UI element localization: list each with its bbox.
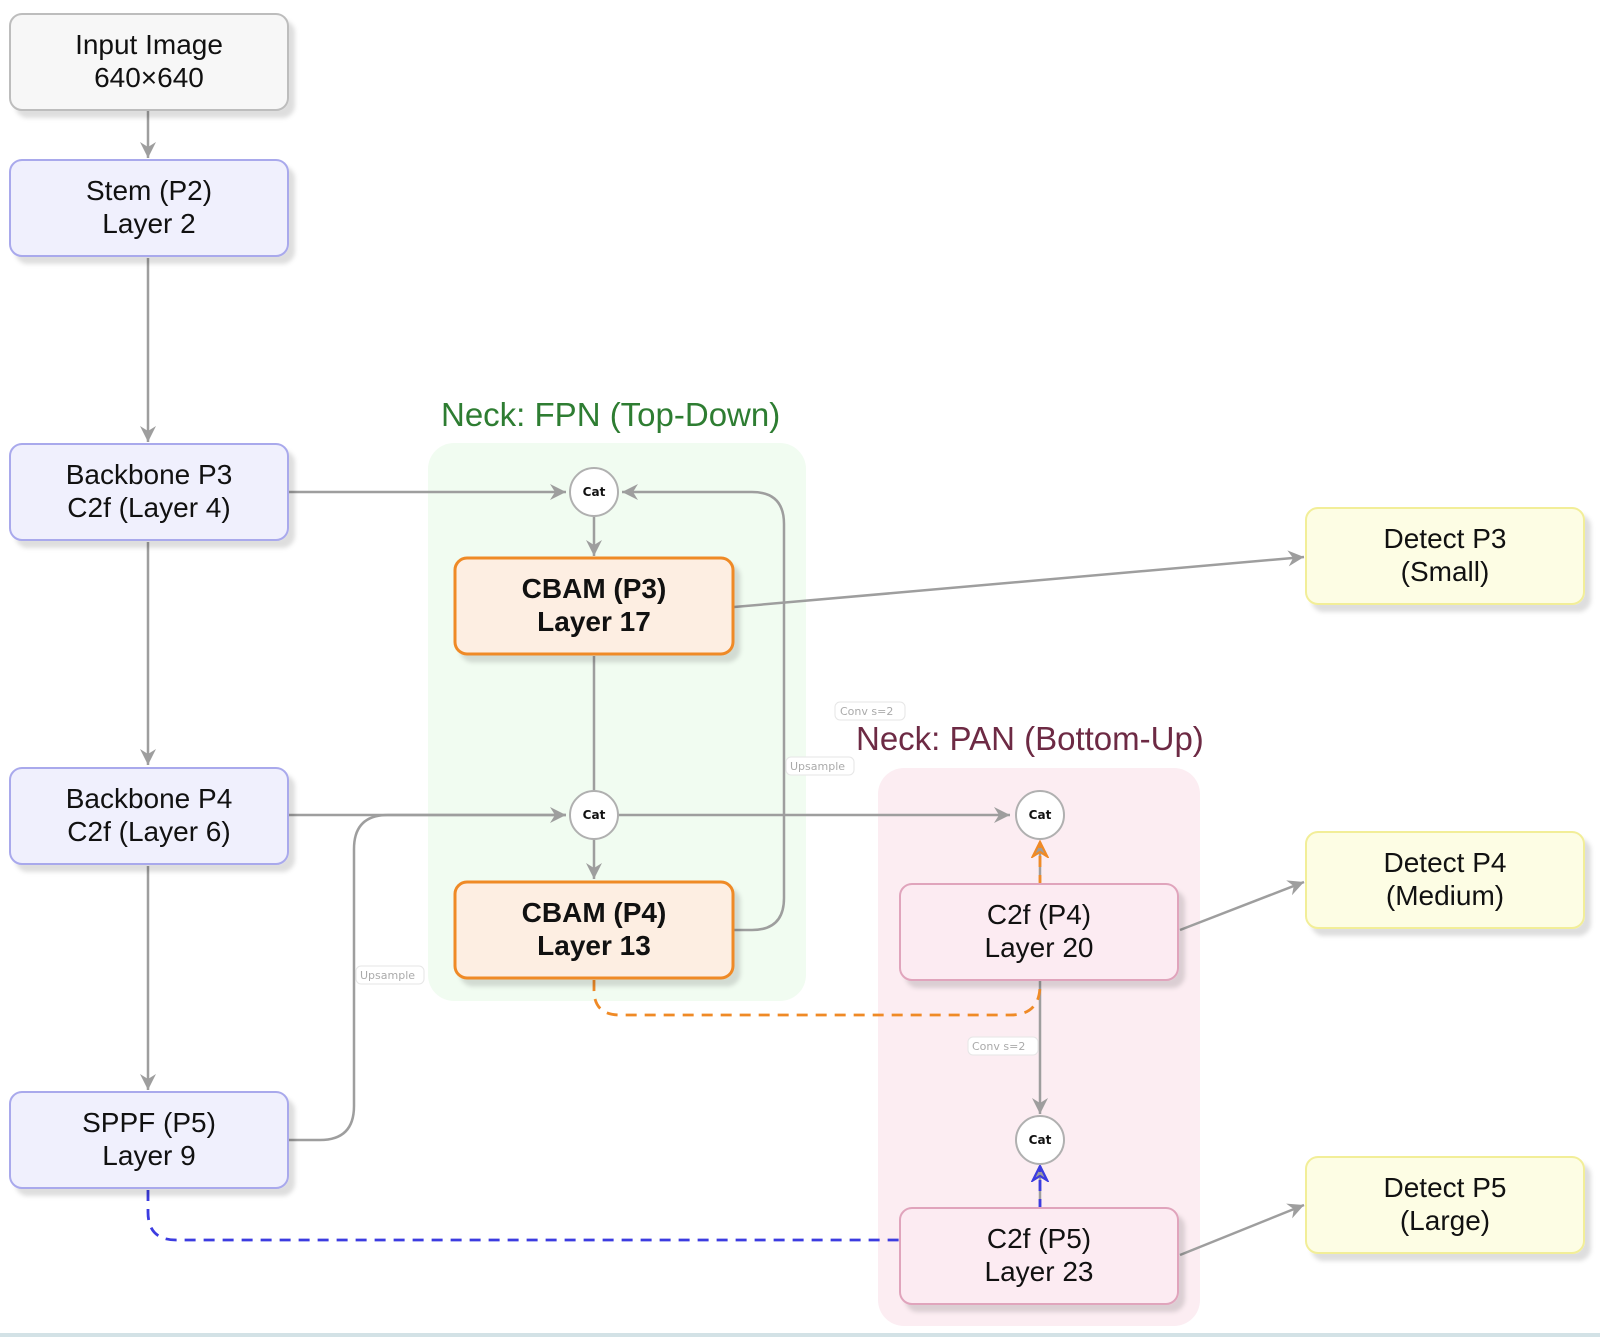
node-box xyxy=(899,883,1179,981)
edge-cbam-p3-to-detect-p3 xyxy=(733,550,1305,609)
node-label-line2: Layer 23 xyxy=(985,1256,1094,1287)
node-label-line1: CBAM (P3) xyxy=(522,573,667,604)
skip-edge-cbam-p4-to-cat-pan-p4 xyxy=(592,842,1040,1017)
edge-c2f-p4-to-detect-p4 xyxy=(1179,880,1305,932)
edge-c2f-p5-to-detect-p5 xyxy=(1179,1203,1305,1257)
node-label-line2: 640×640 xyxy=(94,62,204,93)
node-label-line1: Detect P4 xyxy=(1384,847,1507,878)
concat-node-pan-p4[interactable]: Cat xyxy=(1015,790,1065,840)
svg-text:Conv s=2: Conv s=2 xyxy=(972,1040,1025,1053)
edge-label-conv-p3-p4: Conv s=2 xyxy=(834,701,906,721)
svg-text:Cat: Cat xyxy=(1029,808,1052,822)
node-cbam-p3[interactable]: CBAM (P3)Layer 17 xyxy=(453,556,735,656)
node-label-line1: Backbone P4 xyxy=(66,783,233,814)
node-cbam-p4[interactable]: CBAM (P4)Layer 13 xyxy=(453,880,735,980)
svg-text:Cat: Cat xyxy=(1029,1133,1052,1147)
node-box xyxy=(1305,1156,1585,1254)
concat-node-pan-p5[interactable]: Cat xyxy=(1015,1115,1065,1165)
node-detect-p4[interactable]: Detect P4(Medium) xyxy=(1305,831,1585,929)
svg-text:Cat: Cat xyxy=(583,808,606,822)
node-label-line1: Input Image xyxy=(75,29,223,60)
node-box xyxy=(9,13,289,111)
node-c2f-p5[interactable]: C2f (P5)Layer 23 xyxy=(899,1207,1179,1305)
node-box xyxy=(9,159,289,257)
node-label-line1: Detect P3 xyxy=(1384,523,1507,554)
node-box xyxy=(9,443,289,541)
svg-text:Cat: Cat xyxy=(583,485,606,499)
node-box xyxy=(453,556,735,656)
node-label-line1: Stem (P2) xyxy=(86,175,212,206)
node-label-line1: C2f (P4) xyxy=(987,899,1091,930)
edge-label-upsample-p5-p4: Upsample xyxy=(355,965,425,985)
node-c2f-p4[interactable]: C2f (P4)Layer 20 xyxy=(899,883,1179,981)
node-box xyxy=(9,1091,289,1189)
concat-node-fpn-p4[interactable]: Cat xyxy=(569,790,619,840)
node-detect-p5[interactable]: Detect P5(Large) xyxy=(1305,1156,1585,1254)
node-box xyxy=(1305,507,1585,605)
svg-text:Conv s=2: Conv s=2 xyxy=(840,705,893,718)
node-label-line2: (Medium) xyxy=(1386,880,1504,911)
concat-node-fpn-p3[interactable]: Cat xyxy=(569,467,619,517)
node-box xyxy=(1305,831,1585,929)
bottom-border xyxy=(0,1333,1600,1337)
node-label-line2: Layer 13 xyxy=(537,930,651,961)
edge-cbam-p4-upsample-to-cat-fpn-p3 xyxy=(622,484,786,932)
node-label-line2: Layer 9 xyxy=(102,1140,195,1171)
edge-label-conv-p4-p5: Conv s=2 xyxy=(967,1036,1039,1056)
node-label-line2: Layer 20 xyxy=(985,932,1094,963)
svg-text:Upsample: Upsample xyxy=(790,760,845,773)
node-box xyxy=(9,767,289,865)
svg-text:Upsample: Upsample xyxy=(360,969,415,982)
pan-group-title: Neck: PAN (Bottom-Up) xyxy=(856,720,1204,757)
node-label-line1: CBAM (P4) xyxy=(522,897,667,928)
node-sppf[interactable]: SPPF (P5)Layer 9 xyxy=(9,1091,289,1189)
node-label-line2: C2f (Layer 4) xyxy=(67,492,230,523)
node-label-line2: (Large) xyxy=(1400,1205,1490,1236)
node-box xyxy=(899,1207,1179,1305)
node-label-line2: (Small) xyxy=(1401,556,1490,587)
edge-sppf-upsample-to-cat-fpn-p4 xyxy=(288,813,566,1142)
node-detect-p3[interactable]: Detect P3(Small) xyxy=(1305,507,1585,605)
node-label-line1: Detect P5 xyxy=(1384,1172,1507,1203)
fpn-group-title: Neck: FPN (Top-Down) xyxy=(441,396,780,433)
edge-label-upsample-p4-p3: Upsample xyxy=(785,756,855,776)
node-label-line2: Layer 2 xyxy=(102,208,195,239)
node-label-line1: C2f (P5) xyxy=(987,1223,1091,1254)
node-label-line2: C2f (Layer 6) xyxy=(67,816,230,847)
node-label-line1: SPPF (P5) xyxy=(82,1107,216,1138)
node-box xyxy=(453,880,735,980)
node-label-line2: Layer 17 xyxy=(537,606,651,637)
node-stem[interactable]: Stem (P2)Layer 2 xyxy=(9,159,289,257)
node-label-line1: Backbone P3 xyxy=(66,459,233,490)
